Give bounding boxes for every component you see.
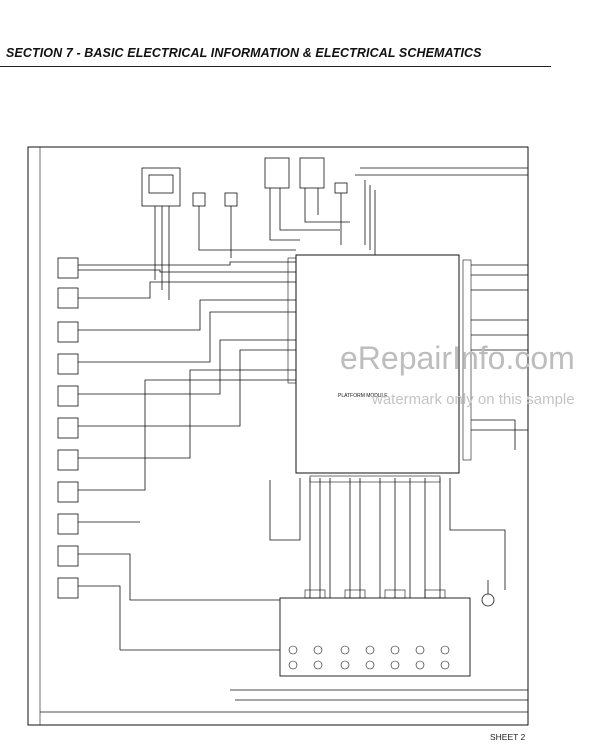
bottom-connector-box (279, 597, 471, 677)
watermark-subtext: watermark only on this sample (372, 391, 575, 408)
switch-box-6 (57, 417, 79, 439)
module-label: PLATFORM MODULE (338, 393, 388, 399)
connector-top-small-2 (224, 192, 238, 207)
switch-box-2 (57, 287, 79, 309)
connector-top-left (141, 167, 181, 207)
page-header: SECTION 7 - BASIC ELECTRICAL INFORMATION… (0, 38, 601, 68)
switch-box-1 (57, 257, 79, 279)
switch-box-8 (57, 481, 79, 503)
drawing-frame (27, 146, 529, 726)
bottom-device-row (288, 645, 450, 670)
module-pins-left (287, 257, 441, 483)
bottom-connector-groups (304, 589, 446, 599)
switch-box-11 (57, 577, 79, 599)
switch-box-9 (57, 513, 79, 535)
switch-box-3 (57, 321, 79, 343)
switch-box-7 (57, 449, 79, 471)
connector-top-pair-1 (264, 157, 290, 189)
connector-top-right (334, 182, 348, 194)
connector-top-pair-2 (299, 157, 325, 189)
watermark-text: eRepairInfo.com (340, 340, 575, 376)
ground-symbol (481, 593, 495, 607)
switch-box-5 (57, 385, 79, 407)
connector-top-small-1 (192, 192, 206, 207)
sheet-label: SHEET 2 (490, 732, 526, 742)
switch-box-4 (57, 353, 79, 375)
section-title: SECTION 7 - BASIC ELECTRICAL INFORMATION… (6, 46, 482, 60)
switch-box-10 (57, 545, 79, 567)
header-rule (0, 66, 551, 67)
